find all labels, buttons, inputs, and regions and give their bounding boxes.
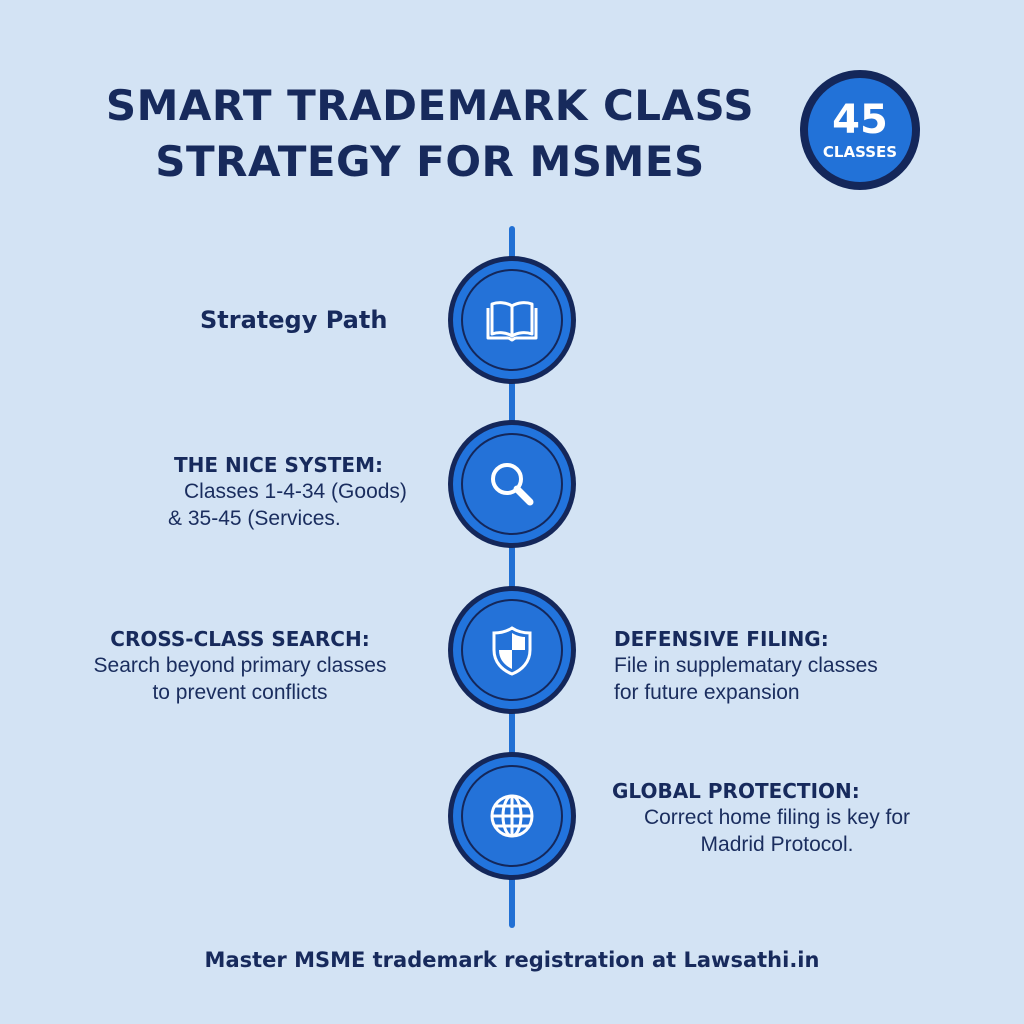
title-line-2: STRATEGY FOR MSMES <box>155 137 705 186</box>
shield-icon <box>492 626 532 676</box>
cross-class-section: CROSS-CLASS SEARCH: Search beyond primar… <box>60 626 420 706</box>
strategy-path-label: Strategy Path <box>200 306 388 334</box>
cross-class-line-1: Search beyond primary classes <box>93 654 387 677</box>
badge-number: 45 <box>832 97 888 143</box>
timeline-node-book <box>448 256 576 384</box>
global-protection-heading: GLOBAL PROTECTION: <box>612 779 860 803</box>
timeline-node-shield <box>448 586 576 714</box>
nice-system-line-1: Classes 1-4-34 (Goods) <box>184 480 407 503</box>
nice-system-section: THE NICE SYSTEM: Classes 1-4-34 (Goods) … <box>168 452 438 532</box>
defensive-filing-section: DEFENSIVE FILING: File in supplematary c… <box>614 626 954 706</box>
nice-system-line-2: & 35-45 (Services. <box>168 507 341 530</box>
cross-class-line-2: to prevent conflicts <box>152 681 328 704</box>
globe-icon <box>490 794 534 838</box>
nice-system-heading: THE NICE SYSTEM: <box>174 453 383 477</box>
book-icon <box>486 301 538 342</box>
timeline-node-globe <box>448 752 576 880</box>
badge-label: CLASSES <box>822 143 898 161</box>
defensive-filing-line-2: for future expansion <box>614 681 800 704</box>
page-title: SMART TRADEMARK CLASS STRATEGY FOR MSMES <box>60 78 800 190</box>
timeline-node-search <box>448 420 576 548</box>
defensive-filing-line-1: File in supplematary classes <box>614 654 878 677</box>
title-line-1: SMART TRADEMARK CLASS <box>105 81 755 130</box>
global-protection-line-2: Madrid Protocol. <box>700 833 854 856</box>
global-protection-line-1: Correct home filing is key for <box>643 806 911 829</box>
cross-class-heading: CROSS-CLASS SEARCH: <box>110 627 370 651</box>
timeline-line <box>509 226 515 928</box>
footer-cta: Master MSME trademark registration at La… <box>204 948 820 972</box>
search-icon <box>491 463 534 506</box>
global-protection-section: GLOBAL PROTECTION: Correct home filing i… <box>612 778 942 858</box>
classes-badge: 45 CLASSES <box>800 70 920 190</box>
defensive-filing-heading: DEFENSIVE FILING: <box>614 627 829 651</box>
